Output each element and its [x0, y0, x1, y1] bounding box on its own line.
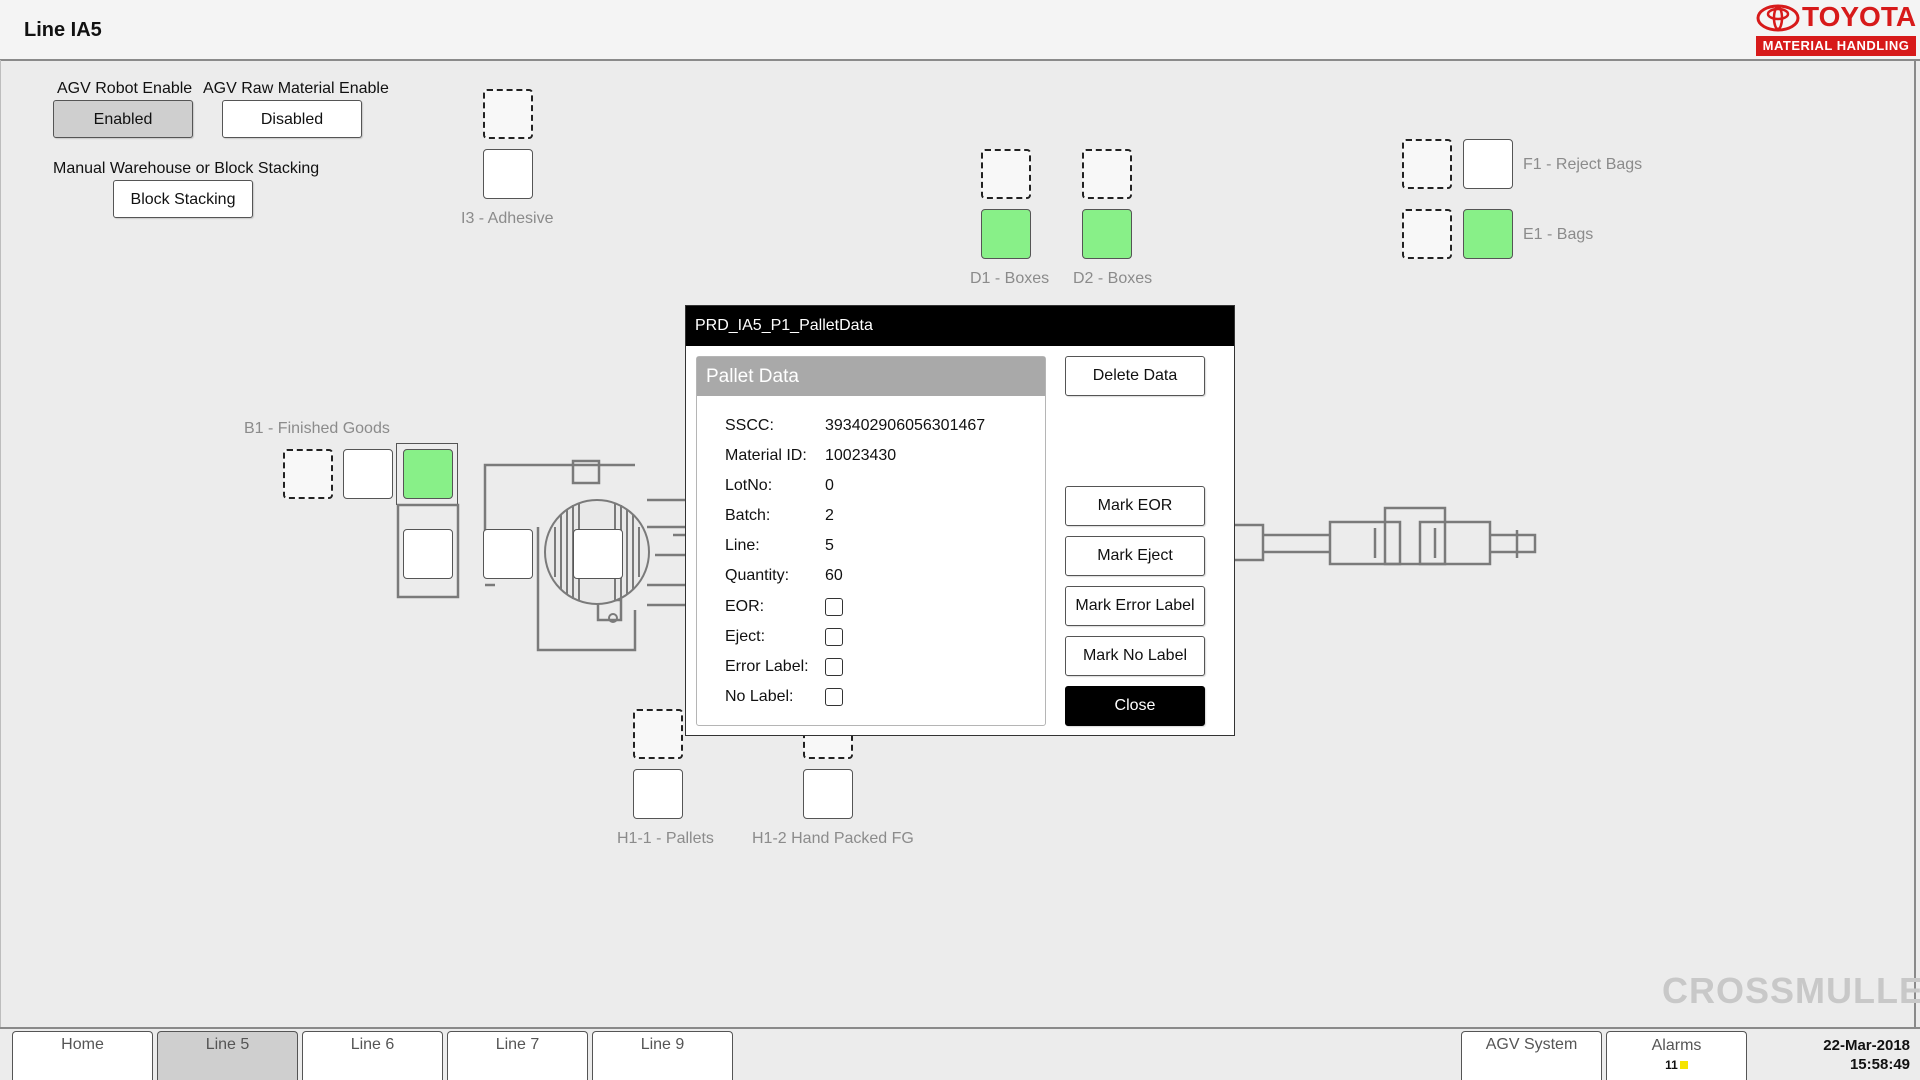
field-label: Line: — [725, 537, 760, 554]
crossmuller-watermark: CROSSMULLER — [1662, 970, 1920, 1011]
label-e1-bags: E1 - Bags — [1523, 226, 1594, 243]
error-label-checkbox[interactable] — [825, 658, 843, 676]
header-bar: Line IA5 TOYOTA MATERIAL HANDLING — [0, 0, 1920, 61]
toyota-emblem-icon — [1756, 4, 1800, 32]
label-f1-reject-bags: F1 - Reject Bags — [1523, 156, 1643, 173]
label-h1-1-pallets: H1-1 - Pallets — [617, 830, 714, 847]
slot-h1-1-bottom[interactable] — [633, 769, 683, 819]
frame-left — [0, 60, 1, 1028]
alarm-indicator-icon — [1679, 1061, 1688, 1069]
agv-raw-material-button[interactable]: Disabled — [222, 100, 362, 138]
slot-f1-right[interactable] — [1463, 139, 1513, 189]
agv-robot-label: AGV Robot Enable — [57, 80, 193, 97]
alarms-indicator: 11 — [1607, 1055, 1746, 1075]
label-b1-finished-goods: B1 - Finished Goods — [244, 420, 390, 437]
time-text: 15:58:49 — [1849, 1056, 1910, 1073]
mark-eor-button[interactable]: Mark EOR — [1065, 486, 1205, 526]
alarms-count: 11 — [1665, 1058, 1678, 1072]
slot-d2-bottom[interactable] — [1082, 209, 1132, 259]
slot-b1-2[interactable] — [343, 449, 393, 499]
nav-line-5[interactable]: Line 5 — [157, 1031, 298, 1080]
field-value: 393402906056301467 — [825, 417, 986, 434]
nav-agv-system[interactable]: AGV System — [1461, 1031, 1602, 1080]
nav-line-9[interactable]: Line 9 — [592, 1031, 733, 1080]
slot-turntable[interactable] — [573, 529, 623, 579]
agv-robot-enable-button[interactable]: Enabled — [53, 100, 193, 138]
nav-line-6[interactable]: Line 6 — [302, 1031, 443, 1080]
manual-warehouse-label: Manual Warehouse or Block Stacking — [53, 160, 320, 177]
frame-right — [1914, 60, 1916, 1028]
logo-subtitle: MATERIAL HANDLING — [1756, 36, 1916, 56]
checkbox-label: Error Label: — [725, 658, 809, 675]
slot-h1-2-bottom[interactable] — [803, 769, 853, 819]
field-label: Quantity: — [725, 567, 790, 584]
checkbox-label: No Label: — [725, 688, 794, 705]
slot-b1-1[interactable] — [283, 449, 333, 499]
checkbox-label: Eject: — [725, 628, 766, 645]
field-label: LotNo: — [725, 477, 773, 494]
slot-e1-left[interactable] — [1402, 209, 1452, 259]
block-stacking-button[interactable]: Block Stacking — [113, 180, 253, 218]
slot-conveyor-2[interactable] — [483, 529, 533, 579]
page-title: Line IA5 — [24, 19, 102, 41]
slot-b1-3[interactable] — [403, 449, 453, 499]
field-label: Batch: — [725, 507, 771, 524]
toyota-logo-text: TOYOTA — [1802, 1, 1917, 32]
mark-error-label-button[interactable]: Mark Error Label — [1065, 586, 1205, 626]
date-text: 22-Mar-2018 — [1823, 1037, 1910, 1054]
slot-h1-1-top[interactable] — [633, 709, 683, 759]
label-h1-2-hand-packed: H1-2 Hand Packed FG — [752, 830, 914, 847]
slot-d1-top[interactable] — [981, 149, 1031, 199]
field-value: 0 — [825, 477, 834, 494]
datetime-display: 22-Mar-2018 15:58:49 — [1770, 1036, 1910, 1074]
field-value: 5 — [825, 537, 834, 554]
checkbox-label: EOR: — [725, 598, 765, 615]
field-value: 60 — [825, 567, 843, 584]
field-label: Material ID: — [725, 447, 807, 464]
slot-d2-top[interactable] — [1082, 149, 1132, 199]
nav-alarms[interactable]: Alarms 11 — [1606, 1031, 1747, 1080]
slot-i3-top[interactable] — [483, 89, 533, 139]
field-label: SSCC: — [725, 417, 774, 434]
eject-checkbox[interactable] — [825, 628, 843, 646]
eor-checkbox[interactable] — [825, 598, 843, 616]
slot-f1-left[interactable] — [1402, 139, 1452, 189]
nav-home[interactable]: Home — [12, 1031, 153, 1080]
alarms-label: Alarms — [1651, 1037, 1702, 1054]
label-d1-boxes: D1 - Boxes — [970, 270, 1050, 287]
production-line-diagram-right — [1235, 506, 1537, 566]
slot-i3-bottom[interactable] — [483, 149, 533, 199]
agv-raw-material-label: AGV Raw Material Enable — [203, 80, 389, 97]
pallet-data-panel: Pallet Data SSCC: 393402906056301467 Mat… — [696, 356, 1046, 726]
pallet-data-dialog: PRD_IA5_P1_PalletData Pallet Data SSCC: … — [685, 305, 1235, 736]
mark-no-label-button[interactable]: Mark No Label — [1065, 636, 1205, 676]
close-button[interactable]: Close — [1065, 686, 1205, 726]
slot-d1-bottom[interactable] — [981, 209, 1031, 259]
field-value: 2 — [825, 507, 834, 524]
label-i3-adhesive: I3 - Adhesive — [461, 210, 554, 227]
nav-line-7[interactable]: Line 7 — [447, 1031, 588, 1080]
panel-title: Pallet Data — [697, 357, 1045, 396]
dialog-title: PRD_IA5_P1_PalletData — [686, 306, 1234, 346]
footer-divider — [0, 1027, 1920, 1029]
no-label-checkbox[interactable] — [825, 688, 843, 706]
mark-eject-button[interactable]: Mark Eject — [1065, 536, 1205, 576]
delete-data-button[interactable]: Delete Data — [1065, 356, 1205, 396]
slot-e1-right[interactable] — [1463, 209, 1513, 259]
slot-b1-conveyor[interactable] — [403, 529, 453, 579]
label-d2-boxes: D2 - Boxes — [1073, 270, 1153, 287]
field-value: 10023430 — [825, 447, 897, 464]
